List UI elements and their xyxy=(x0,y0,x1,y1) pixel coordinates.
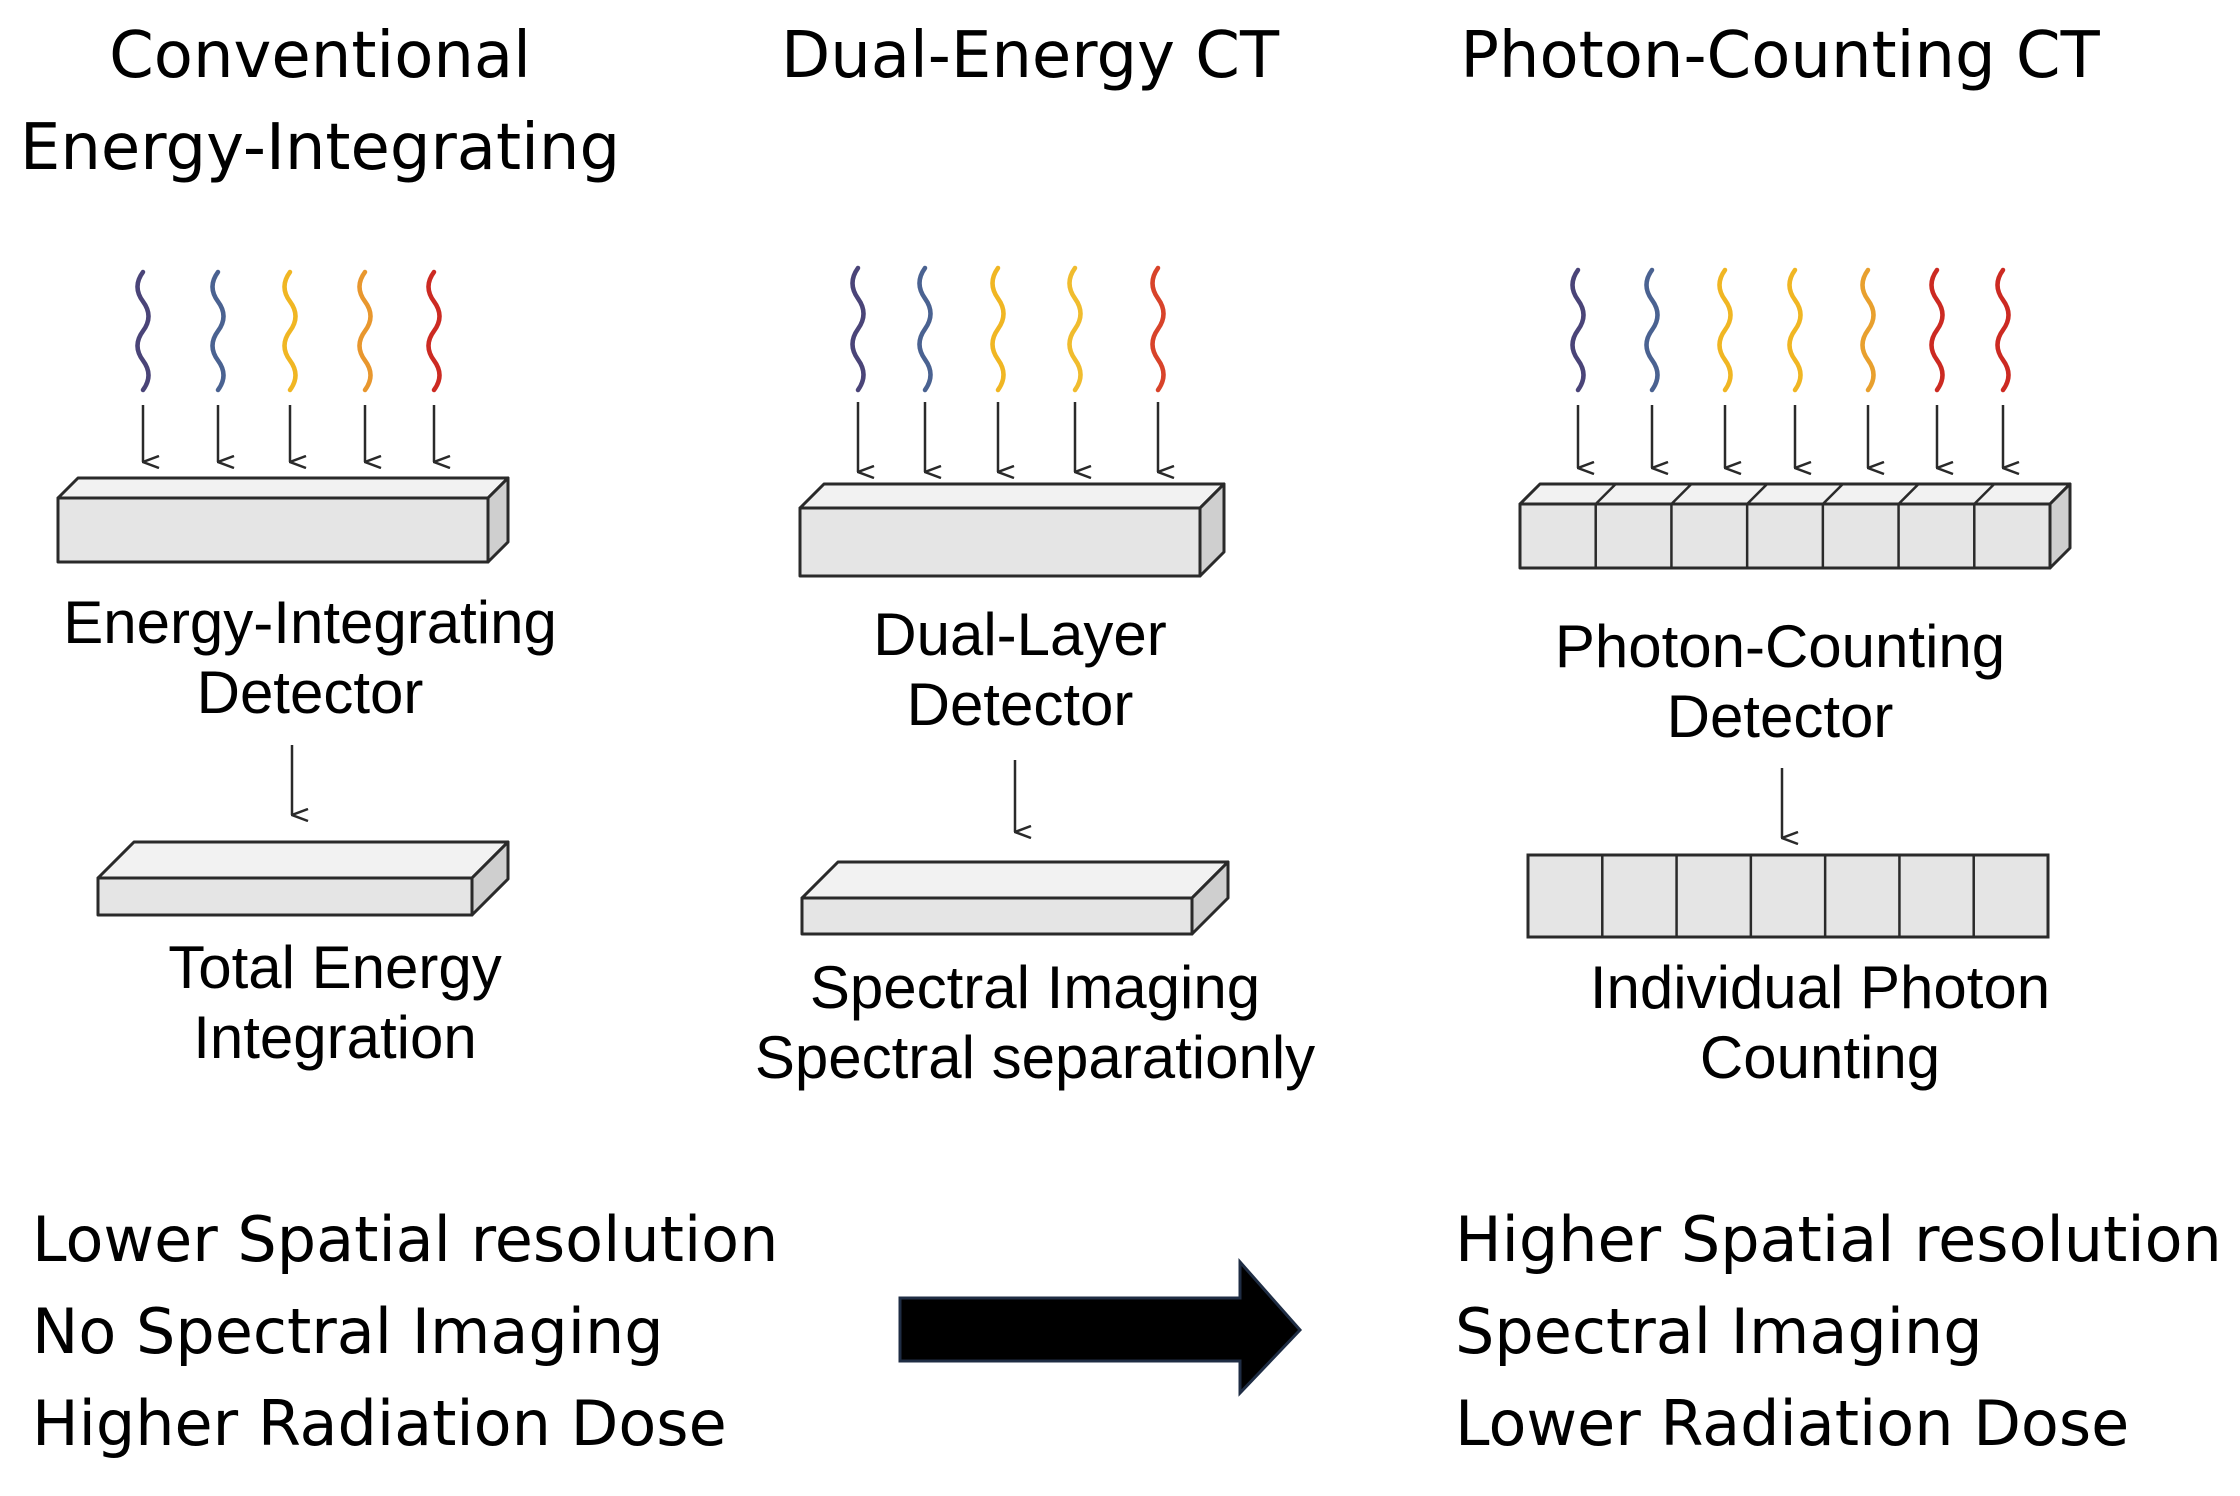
xray-photons xyxy=(135,265,2011,393)
detector-top-face xyxy=(56,476,510,500)
xray-photon-wave xyxy=(210,269,226,393)
characteristic-item: Lower Radiation Dose xyxy=(1455,1387,2130,1460)
pixel-divider xyxy=(1594,483,1617,505)
xray-photon-wave xyxy=(917,265,933,393)
xray-photon-wave xyxy=(135,269,151,393)
detector-top-face xyxy=(800,860,1230,900)
label-photon-counting-detector: Photon-Counting Detector xyxy=(1554,613,2006,750)
characteristic-item: Lower Spatial resolution xyxy=(32,1203,779,1276)
detector-front-face xyxy=(56,496,490,564)
label-individual-photon-counting: Individual Photon Counting xyxy=(1589,954,2051,1091)
xray-photon-wave xyxy=(1929,267,1945,393)
xray-photon-wave xyxy=(357,269,373,393)
xray-photon-wave xyxy=(1067,265,1083,393)
label-spectral-imaging: Spectral Imaging Spectral separationly xyxy=(754,954,1316,1091)
label-total-energy-integration: Total Energy Integration xyxy=(168,934,502,1071)
big-right-arrow xyxy=(898,1258,1303,1397)
photon-counting-detector xyxy=(1518,482,2072,570)
xray-photon-wave xyxy=(426,269,442,393)
label-energy-integrating-detector: Energy-Integrating Detector xyxy=(63,589,557,726)
detector-front-face xyxy=(798,506,1202,578)
dual-layer-detector xyxy=(798,482,1226,578)
xray-photon-wave xyxy=(1150,265,1166,393)
spectral-output-slab xyxy=(800,860,1230,936)
characteristic-item: Higher Radiation Dose xyxy=(32,1387,727,1460)
xray-photon-wave xyxy=(1995,267,2011,393)
xray-photon-wave xyxy=(850,265,866,393)
pixel-divider xyxy=(1973,483,1996,505)
xray-photon-wave xyxy=(990,265,1006,393)
pixel-divider xyxy=(1821,483,1844,505)
pixel-divider xyxy=(1670,483,1693,505)
xray-photon-wave xyxy=(1717,267,1733,393)
detector-front-face xyxy=(800,896,1194,936)
xray-photon-wave xyxy=(1860,267,1876,393)
title-conventional: Conventional Energy-Integrating xyxy=(19,19,621,185)
label-dual-layer-detector: Dual-Layer Detector xyxy=(873,601,1167,738)
detector-top-face xyxy=(1518,482,2072,506)
photon-counting-characteristics: Higher Spatial resolution Spectral Imagi… xyxy=(1455,1194,2222,1470)
xray-photon-wave xyxy=(1787,267,1803,393)
characteristic-item: No Spectral Imaging xyxy=(32,1295,664,1368)
characteristic-item: Spectral Imaging xyxy=(1455,1295,1983,1368)
pixel-divider xyxy=(1897,483,1920,505)
flow-arrows xyxy=(290,745,1782,838)
incident-arrows xyxy=(141,402,2003,472)
detector-top-face xyxy=(798,482,1226,510)
conventional-characteristics: Lower Spatial resolution No Spectral Ima… xyxy=(32,1194,778,1470)
total-energy-output-slab xyxy=(96,840,510,917)
xray-photon-wave xyxy=(1570,267,1586,393)
energy-integrating-detector xyxy=(56,476,510,564)
detectors xyxy=(56,476,2072,939)
characteristic-item: Higher Spatial resolution xyxy=(1455,1203,2222,1276)
detector-front-face xyxy=(1518,502,2052,570)
detector-top-face xyxy=(96,840,510,880)
title-dual-energy: Dual-Energy CT xyxy=(780,19,1280,93)
output-bar xyxy=(1526,853,2050,939)
pixel-divider xyxy=(1746,483,1769,505)
xray-photon-wave xyxy=(1644,267,1660,393)
improvement-arrow xyxy=(898,1258,1303,1397)
title-photon-counting: Photon-Counting CT xyxy=(1460,19,2100,93)
detector-front-face xyxy=(96,876,474,917)
xray-photon-wave xyxy=(282,269,298,393)
individual-photon-output xyxy=(1526,853,2050,939)
